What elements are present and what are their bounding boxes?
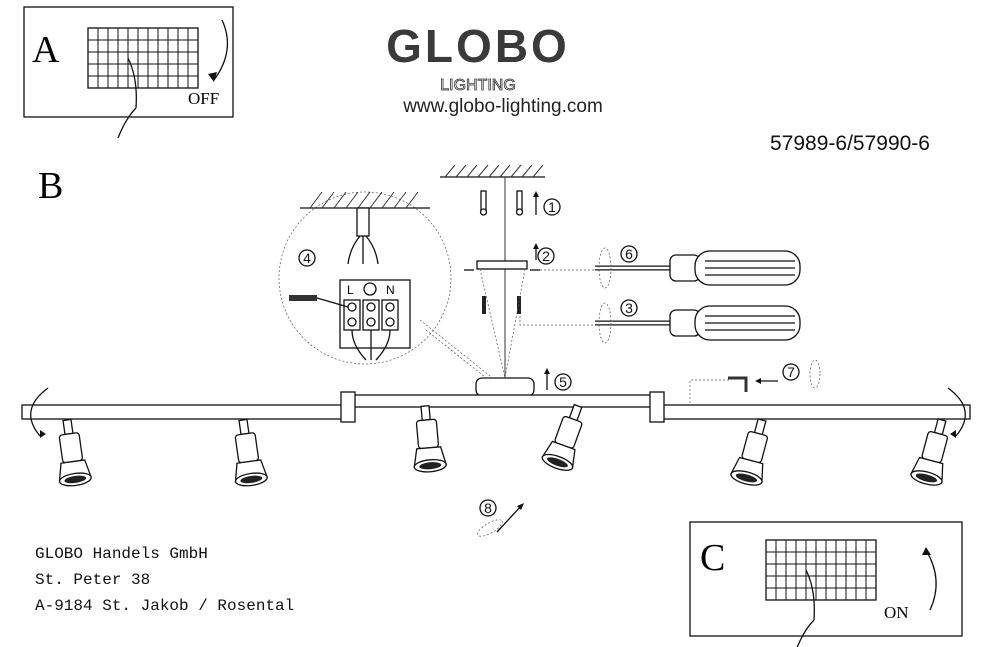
- address-line-3: A-9184 St. Jakob / Rosental: [35, 597, 294, 615]
- ceiling: [440, 164, 545, 380]
- step-2: 2: [542, 248, 550, 264]
- spotlight: [408, 403, 448, 474]
- earth-symbol-icon: [363, 282, 377, 296]
- small-screwdriver-icon: [289, 295, 317, 301]
- rotate-down-arrow-icon: [213, 19, 228, 81]
- step-3: 3: [625, 300, 633, 316]
- address-line-1: GLOBO Handels GmbH: [35, 545, 208, 563]
- panel-b-letter: B: [38, 165, 63, 207]
- wall-plugs: [479, 190, 539, 216]
- address-line-2: St. Peter 38: [35, 571, 150, 589]
- spotlight: [50, 417, 93, 489]
- spotlight: [539, 399, 594, 475]
- panel-a-switch-off: A OFF: [23, 6, 234, 139]
- logo-sub: LIGHTING: [440, 77, 516, 94]
- spotlight: [226, 417, 269, 489]
- globo-logo: GLOBO LIGHTING www.globo-lighting.com: [386, 20, 603, 117]
- panel-a-letter: A: [32, 29, 60, 71]
- spotlight: [728, 415, 779, 489]
- step-4: 4: [303, 250, 311, 266]
- wiring-detail: L N: [278, 191, 496, 386]
- terminal-neutral-label: N: [386, 283, 395, 297]
- step-5: 5: [559, 374, 567, 390]
- step-8: 8: [484, 500, 492, 516]
- spotlight: [908, 415, 959, 489]
- company-address: GLOBO Handels GmbH St. Peter 38 A-9184 S…: [35, 545, 294, 615]
- panel-c-letter: C: [700, 537, 725, 579]
- step-1: 1: [548, 199, 556, 215]
- light-fixture: [21, 377, 971, 489]
- website-url: www.globo-lighting.com: [402, 96, 603, 117]
- panel-a-off-label: OFF: [188, 89, 219, 108]
- step-6: 6: [625, 246, 633, 262]
- step-7: 7: [787, 364, 795, 380]
- model-number: 57989-6/57990-6: [770, 132, 930, 155]
- ceiling-canopy: [475, 377, 535, 397]
- logo-brand: GLOBO: [386, 20, 570, 72]
- allen-key-icon: [728, 376, 748, 392]
- terminal-live-label: L: [347, 283, 354, 297]
- step-markers: 1 2 3 4 5 6 7 8: [298, 198, 800, 517]
- panel-c-on-label: ON: [884, 603, 909, 622]
- rotate-up-arrow-icon: [925, 549, 937, 611]
- mounting-bracket: [464, 243, 595, 379]
- panel-c-switch-on: C ON: [689, 521, 963, 647]
